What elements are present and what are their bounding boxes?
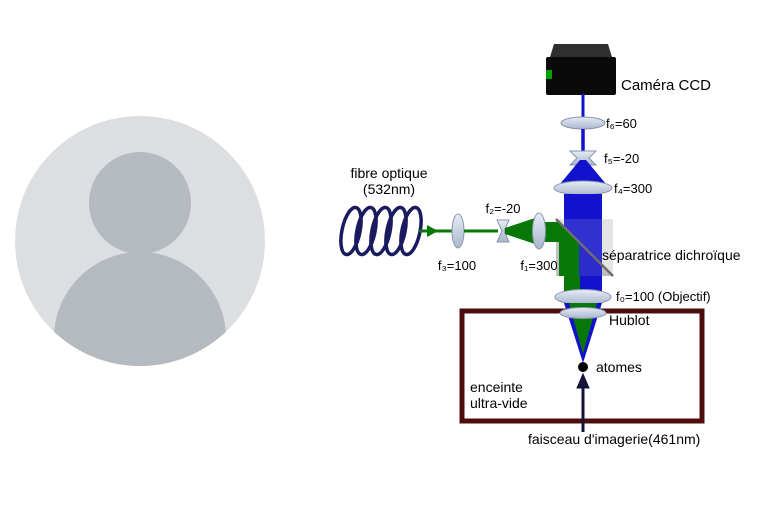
hublot-label: Hublot xyxy=(609,312,650,328)
lens-f2 xyxy=(496,219,510,243)
lens-f3-label: f₃=100 xyxy=(438,258,476,273)
avatar xyxy=(15,116,265,366)
avatar-head xyxy=(89,152,191,254)
atoms-label: atomes xyxy=(596,359,642,375)
avatar-shoulders xyxy=(54,252,226,366)
lens-f0-label: f₀=100 (Objectif) xyxy=(616,289,711,304)
lens-f6 xyxy=(560,116,606,130)
fiber-coil-loop xyxy=(399,205,423,257)
green-beam-lower xyxy=(564,276,580,292)
fiber-label-line2: (532nm) xyxy=(363,181,415,197)
splitter-label: séparatrice dichroïque xyxy=(602,247,741,263)
lens-f4-label: f₄=300 xyxy=(614,181,652,196)
chamber-label-line1: enceinte xyxy=(470,379,523,395)
imaging-beam-label: faisceau d'imagerie(461nm) xyxy=(528,431,700,447)
ccd-camera-body xyxy=(546,57,616,95)
lens-f5 xyxy=(568,150,598,166)
window-hublot xyxy=(559,307,607,319)
fiber-coil-loop xyxy=(369,205,393,257)
chamber-label-line2: ultra-vide xyxy=(470,395,528,411)
beam-column-upper xyxy=(564,194,602,220)
lens-f0-objective xyxy=(554,289,612,305)
lens-f4 xyxy=(553,180,613,196)
fiber-coil xyxy=(339,205,423,257)
ccd-camera-top xyxy=(550,44,612,57)
beam-cone-f5-f4 xyxy=(560,160,606,184)
lens-f1 xyxy=(532,212,546,250)
fiber-coil-loop xyxy=(339,205,363,257)
lens-f5-label: f₅=-20 xyxy=(604,151,639,166)
fiber-coil-loop xyxy=(354,205,378,257)
fiber-arrowhead xyxy=(427,225,438,237)
camera-indicator-led xyxy=(546,70,552,79)
lens-f3 xyxy=(451,213,465,249)
splitter-diagonal xyxy=(555,218,614,277)
dichroic-splitter xyxy=(545,218,614,277)
lens-f6-label: f₆=60 xyxy=(606,116,637,131)
imaging-beam-arrowhead xyxy=(576,372,590,389)
atoms-dot xyxy=(578,362,588,372)
fiber-label-line1: fibre optique xyxy=(350,165,427,181)
green-expanding-cone xyxy=(505,218,535,244)
lens-f1-label: f₁=300 xyxy=(520,258,557,273)
lens-f2-label: f₂=-20 xyxy=(485,201,520,216)
fiber-coil-loop xyxy=(384,205,408,257)
camera-label: Caméra CCD xyxy=(621,77,711,94)
ccd-camera xyxy=(546,44,616,95)
green-beam-reflected xyxy=(559,222,579,276)
